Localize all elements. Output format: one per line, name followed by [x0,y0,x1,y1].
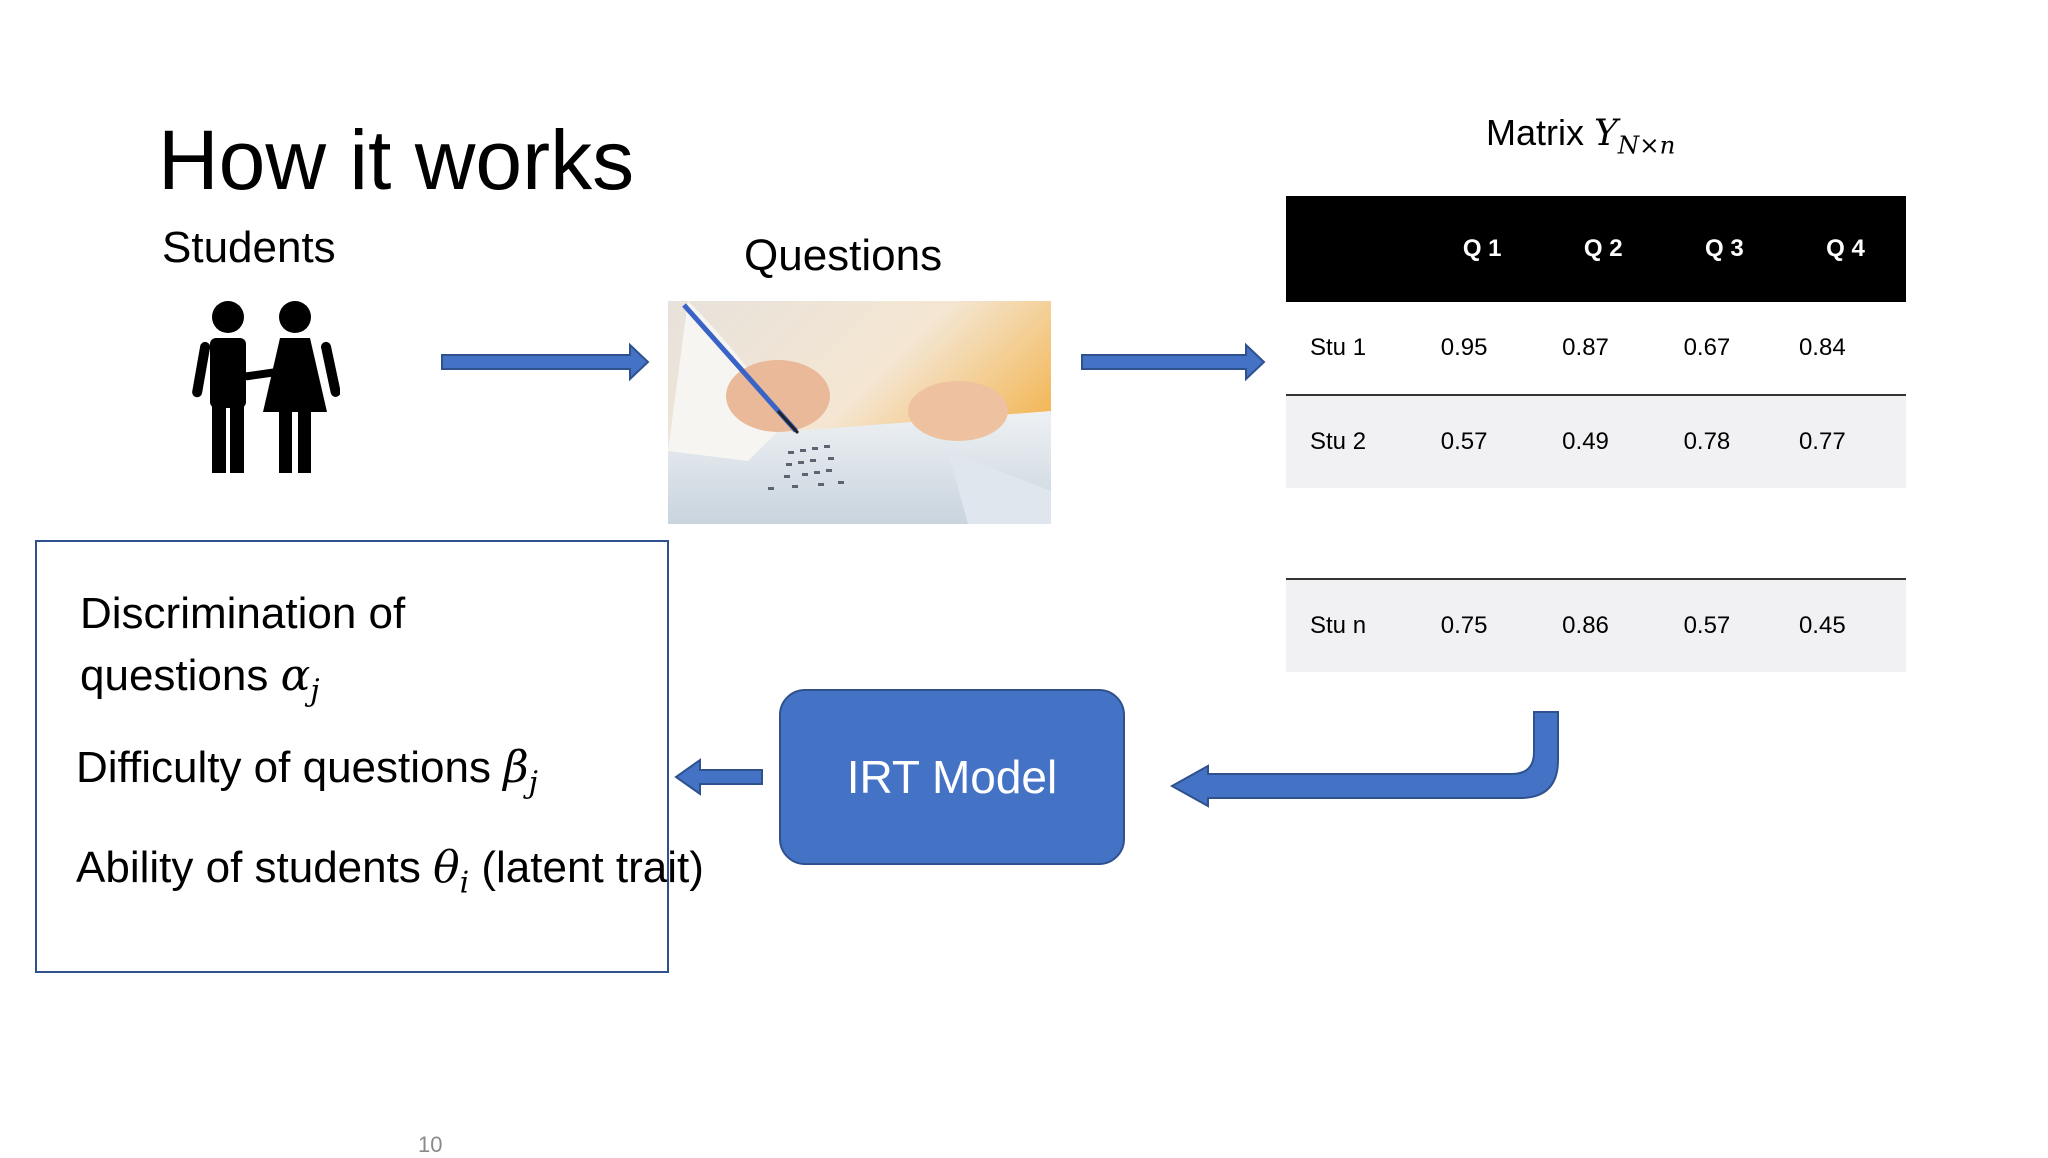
table-cell: 0.95 [1440,334,1488,361]
table-cell: 0.57 [1440,428,1488,455]
people-icon [192,301,340,473]
discrimination-line1: Discrimination of [80,589,406,638]
table-row: Stu n 0.75 0.86 0.57 0.45 [1286,578,1906,672]
matrix-caption: Matrix YN×n [1486,112,1676,160]
table-cell: 0.78 [1683,428,1731,455]
table-header-cell: Q 4 [1826,235,1865,262]
bent-arrow-left-icon [1169,711,1559,808]
exam-paper-photo [668,301,1051,524]
table-cell: 0.57 [1683,612,1731,639]
table-gap [1286,488,1906,578]
table-cell: Stu 1 [1310,334,1367,361]
arrow-right-icon [1081,342,1266,382]
table-cell: 0.77 [1798,428,1846,455]
discrimination-line2: questions αj [80,650,320,709]
table-cell: 0.75 [1440,612,1488,639]
ability-line: Ability of students θi (latent trait) [76,842,704,901]
table-cell: 0.45 [1798,612,1846,639]
slide-title: How it works [158,113,635,207]
response-matrix-table: Q 1 Q 2 Q 3 Q 4 Stu 1 0.95 0.87 0.67 0.8… [1286,196,1906,672]
questions-label: Questions [744,231,943,280]
table-cell: Stu 2 [1310,428,1367,455]
table-cell: 0.49 [1562,428,1609,455]
irt-outputs-box [35,540,669,973]
table-header-cell: Q 2 [1583,235,1623,262]
table-cell: 0.84 [1798,334,1846,361]
table-header: Q 1 Q 2 Q 3 Q 4 [1286,196,1906,302]
table-cell: 0.87 [1562,334,1609,361]
table-header-cell: Q 1 [1462,235,1502,262]
table-cell: 0.86 [1562,612,1609,639]
difficulty-line: Difficulty of questions βj [76,742,538,801]
table-cell: 0.67 [1683,334,1731,361]
page-number: 10 [418,1132,443,1157]
students-label: Students [162,223,336,272]
table-cell: Stu n [1310,612,1367,639]
arrow-right-icon [441,342,650,382]
table-row: Stu 1 0.95 0.87 0.67 0.84 [1286,302,1906,394]
table-header-cell: Q 3 [1705,235,1744,262]
arrow-left-icon [674,758,763,796]
table-row: Stu 2 0.57 0.49 0.78 0.77 [1286,394,1906,488]
irt-model-box: IRT Model [779,689,1125,865]
